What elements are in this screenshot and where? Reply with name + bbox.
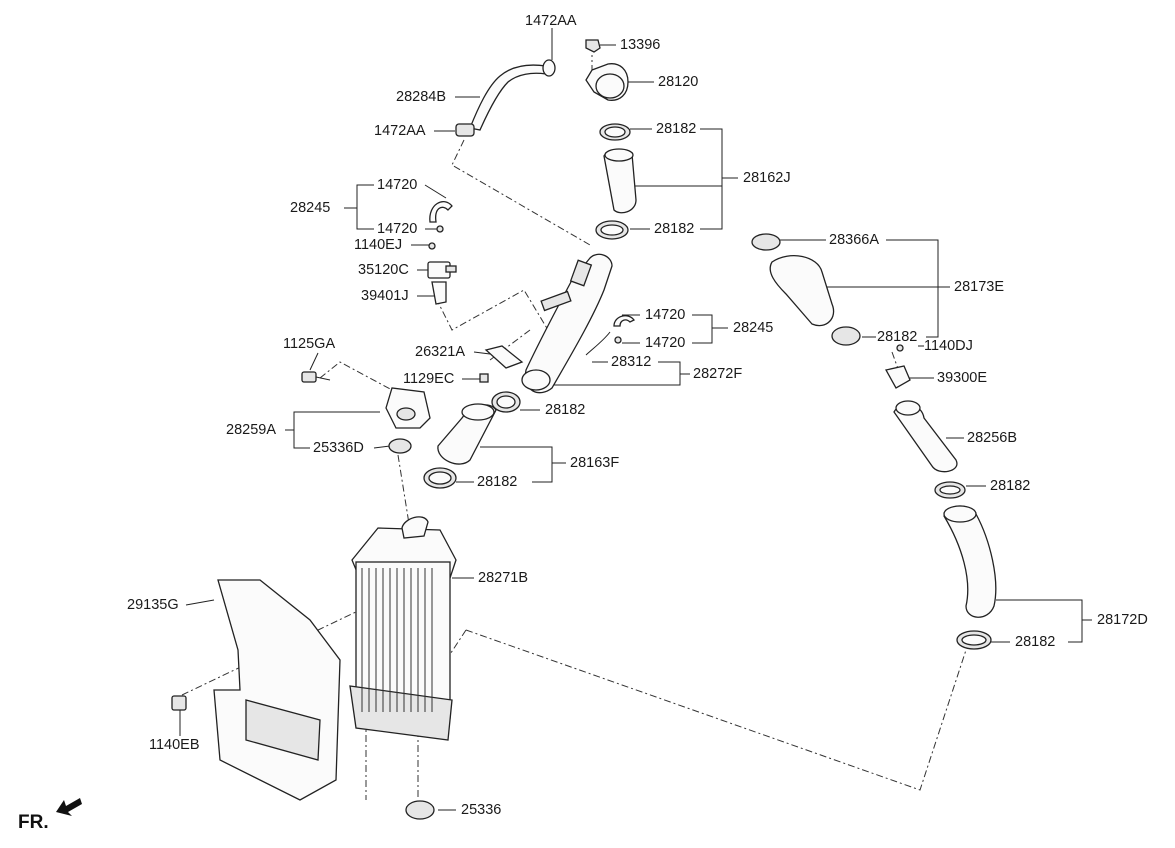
- clamp-28182-g: [956, 630, 992, 650]
- front-direction-label: FR.: [18, 812, 49, 833]
- label-28172D: 28172D: [1097, 612, 1148, 628]
- label-28259A: 28259A: [226, 422, 276, 438]
- label-14720-a: 14720: [377, 177, 418, 193]
- clamp-28182-f: [934, 481, 966, 499]
- label-1140DJ: 1140DJ: [924, 338, 973, 354]
- label-28271B: 28271B: [478, 570, 528, 586]
- label-14720-d: 14720: [645, 335, 686, 351]
- label-28163F: 28163F: [570, 455, 620, 471]
- clamp-28182-e: [423, 467, 457, 489]
- intercooler-fins: [361, 568, 433, 712]
- housing-28120: [585, 63, 629, 101]
- label-26321A: 26321A: [415, 344, 465, 360]
- bolt-1129EC: [479, 373, 489, 383]
- label-1125GA: 1125GA: [283, 336, 336, 352]
- grommet-25336: [405, 800, 435, 820]
- label-39300E: 39300E: [937, 370, 987, 386]
- label-13396: 13396: [620, 37, 661, 53]
- bolt-1140EB: [171, 695, 187, 711]
- label-1140EB: 1140EB: [149, 737, 200, 753]
- air-guide-29135G: [213, 579, 341, 801]
- label-25336: 25336: [461, 802, 502, 818]
- label-28256B: 28256B: [967, 430, 1017, 446]
- label-28312: 28312: [611, 354, 652, 370]
- label-39401J: 39401J: [361, 288, 409, 304]
- hose-28172D: [943, 505, 997, 618]
- clamp-28182-b: [595, 220, 629, 240]
- sensor-35120C: [427, 242, 457, 305]
- bolt-1125GA: [301, 371, 331, 383]
- sensor-39300E: [885, 344, 911, 389]
- label-28182-g: 28182: [1015, 634, 1056, 650]
- label-1472AA-top: 1472AA: [525, 13, 577, 29]
- label-28366A: 28366A: [829, 232, 879, 248]
- label-1129EC: 1129EC: [403, 371, 455, 387]
- label-28120: 28120: [658, 74, 699, 90]
- intercooler-28271B: [349, 516, 457, 741]
- label-1472AA-left: 1472AA: [374, 123, 426, 139]
- label-28272F: 28272F: [693, 366, 743, 382]
- pipe-28272F: [521, 253, 613, 394]
- label-28182-d: 28182: [545, 402, 586, 418]
- hose-28162J: [603, 148, 637, 214]
- hose-28163F: [437, 403, 497, 465]
- hose-28284B: [455, 59, 556, 137]
- label-28245-right: 28245: [733, 320, 774, 336]
- label-35120C: 35120C: [358, 262, 409, 278]
- label-28173E: 28173E: [954, 279, 1004, 295]
- hose-28245-left: [429, 201, 453, 233]
- label-25336D: 25336D: [313, 440, 364, 456]
- grommet-25336D: [388, 438, 412, 454]
- label-1140EJ: 1140EJ: [354, 237, 403, 253]
- label-28182-b: 28182: [654, 221, 695, 237]
- label-28182-a: 28182: [656, 121, 697, 137]
- leader-lines: [179, 28, 1092, 811]
- label-14720-b: 14720: [377, 221, 418, 237]
- clip-13396: [585, 39, 601, 53]
- label-28245-left: 28245: [290, 200, 331, 216]
- label-14720-c: 14720: [645, 307, 686, 323]
- hose-28245-right: [613, 315, 635, 344]
- label-29135G: 29135G: [127, 597, 179, 613]
- label-28284B: 28284B: [396, 89, 446, 105]
- hose-28256B: [893, 400, 958, 473]
- clamp-28182-d: [491, 391, 521, 413]
- clamp-28182-a: [599, 123, 631, 141]
- bracket-28259A: [385, 387, 431, 429]
- label-28182-c: 28182: [877, 329, 918, 345]
- front-direction-arrow-icon: [56, 798, 82, 816]
- label-28182-f: 28182: [990, 478, 1031, 494]
- bracket-26321A: [484, 345, 524, 369]
- label-28162J: 28162J: [743, 170, 791, 186]
- hose-28366A-28173E: [751, 233, 861, 346]
- label-28182-e: 28182: [477, 474, 518, 490]
